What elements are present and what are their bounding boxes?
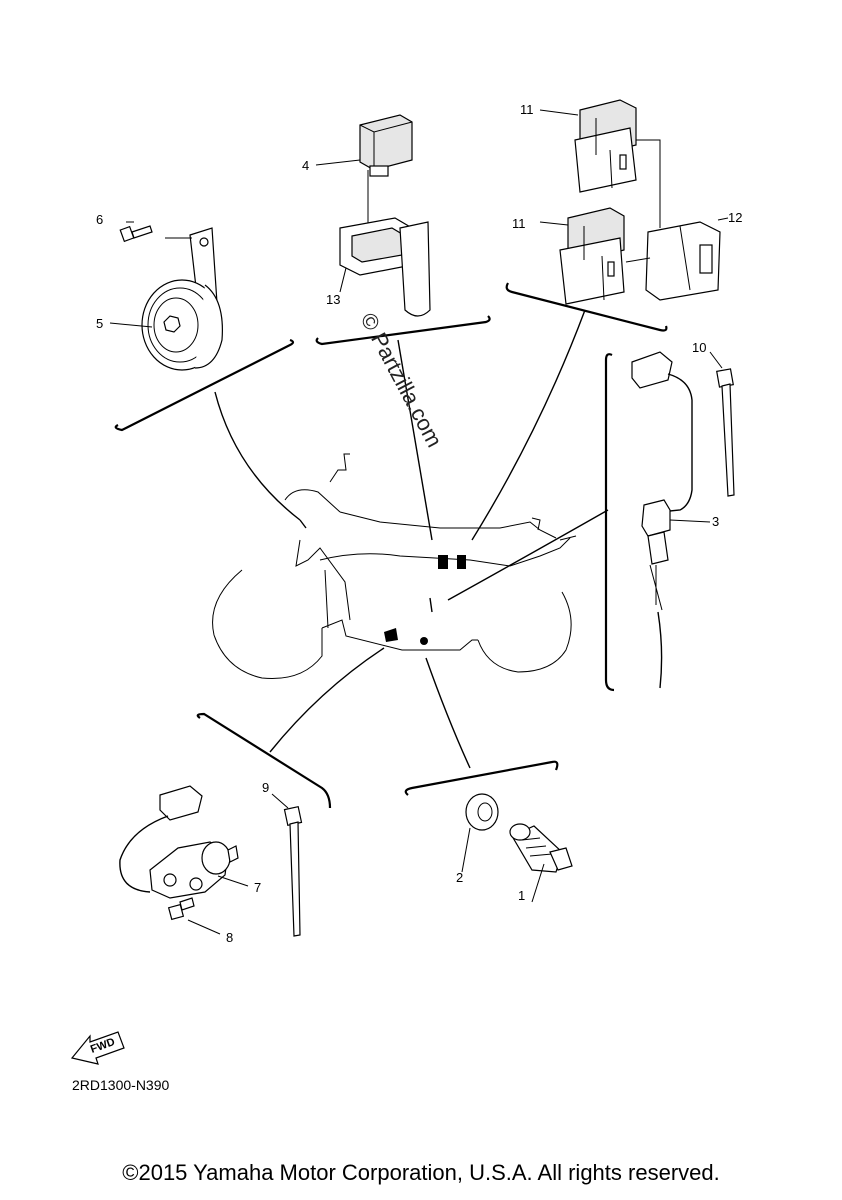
callout-5: 5: [96, 316, 103, 331]
callout-1: 1: [518, 888, 525, 903]
solenoid-7: [149, 841, 239, 899]
relay-pair-group: [505, 99, 729, 332]
connector-7: [119, 785, 203, 893]
callout-11-bottom: 11: [512, 216, 526, 231]
copyright-notice: ©2015 Yamaha Motor Corporation, U.S.A. A…: [122, 1160, 720, 1185]
relay-group: [315, 114, 491, 346]
callout-3: 3: [712, 514, 719, 529]
cable-tie-9: [283, 806, 303, 937]
callout-13: 13: [326, 292, 340, 307]
relay-bracket-13: [339, 217, 431, 317]
callout-2: 2: [456, 870, 463, 885]
relay-4: [359, 114, 413, 177]
callout-9: 9: [262, 780, 269, 795]
switch-1: [509, 823, 573, 873]
relay-11-bottom: [559, 207, 625, 305]
callout-8: 8: [226, 930, 233, 945]
bolt-8: [167, 897, 195, 921]
washer-2: [465, 793, 499, 831]
callout-10: 10: [692, 340, 706, 355]
callout-6: 6: [96, 212, 103, 227]
bolt-6: [119, 225, 153, 243]
connector-3: [631, 351, 693, 689]
parts-diagram: 1 2 3 4 5 6 7 8 9 10 11 11 12 13 © Partz…: [70, 99, 742, 1093]
relay-holder-12: [645, 221, 721, 301]
callout-11-top: 11: [520, 102, 534, 117]
cable-tie-10: [716, 368, 735, 497]
valve-group: [119, 712, 332, 937]
motorcycle-outline: [212, 453, 577, 680]
pressure-switch-group: [404, 760, 573, 903]
callout-7: 7: [254, 880, 261, 895]
fwd-arrow: FWD: [70, 1031, 125, 1065]
diagram-code: 2RD1300-N390: [72, 1077, 169, 1093]
relay-11-top: [574, 99, 637, 193]
switch-group: [604, 351, 735, 692]
callout-4: 4: [302, 158, 309, 173]
horn-5: [141, 279, 223, 371]
horn-group: [109, 221, 295, 432]
callout-12: 12: [728, 210, 742, 225]
